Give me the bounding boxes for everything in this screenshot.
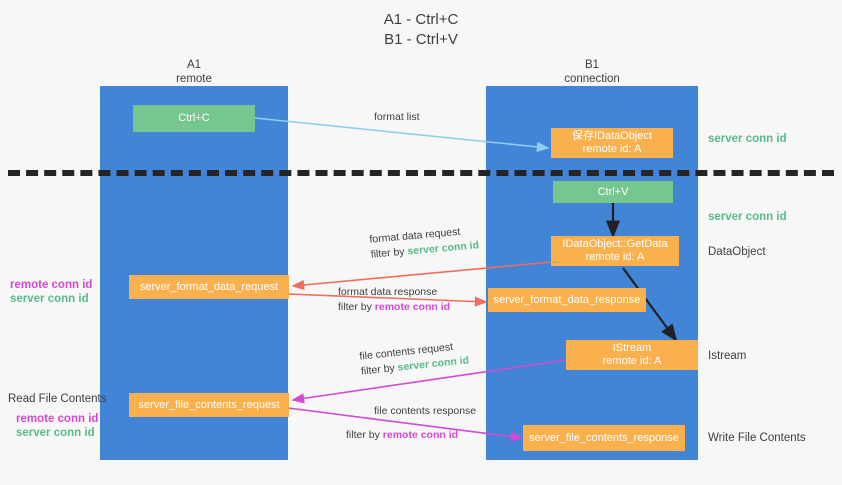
note-istream: Istream bbox=[708, 350, 747, 362]
edge-label-format-list: format list bbox=[374, 110, 420, 125]
box-server-file-contents-response[interactable]: server_file_contents_response bbox=[523, 425, 685, 451]
edge-label-file-contents-response: file contents response filter by remote … bbox=[346, 404, 476, 443]
edge-label-format-data-request-filter-prefix: filter by bbox=[370, 245, 408, 261]
edge-label-file-contents-response-filter-prefix: filter by bbox=[346, 429, 383, 441]
timeline-divider bbox=[8, 170, 834, 176]
lane-a1-sub: remote bbox=[176, 73, 212, 85]
box-istream-line2: remote id: A bbox=[602, 355, 662, 367]
box-server-format-data-response[interactable]: server_format_data_response bbox=[488, 288, 646, 312]
connector-format-list bbox=[254, 117, 550, 152]
connector-format-data-request bbox=[291, 261, 552, 291]
box-getdata-line2: remote id: A bbox=[585, 251, 645, 263]
edge-label-file-contents-request-filter-prefix: filter by bbox=[360, 361, 399, 378]
note-dataobject: DataObject bbox=[708, 246, 766, 258]
box-server-file-contents-request-label: server_file_contents_request bbox=[138, 398, 280, 411]
box-getdata[interactable]: IDataObject::GetData remote id: A bbox=[551, 236, 679, 266]
box-server-file-contents-response-label: server_file_contents_response bbox=[529, 431, 679, 444]
lane-header-a1: A1 remote bbox=[100, 58, 288, 86]
box-save-idataobject-line2: remote id: A bbox=[582, 143, 642, 155]
box-save-idataobject[interactable]: 保存IDataObject remote id: A bbox=[551, 128, 673, 158]
box-server-format-data-request-label: server_format_data_request bbox=[139, 280, 279, 293]
box-ctrl-v-label: Ctrl+V bbox=[597, 185, 629, 198]
note-server-conn-id-1: server conn id bbox=[10, 293, 89, 305]
edge-label-file-contents-response-line1: file contents response bbox=[374, 405, 477, 417]
lane-a1-name: A1 bbox=[186, 59, 202, 71]
connector-file-contents-response bbox=[287, 407, 524, 442]
title-line-2: B1 - Ctrl+V bbox=[384, 31, 458, 48]
lane-header-b1: B1 connection bbox=[486, 58, 698, 86]
box-getdata-line1: IDataObject::GetData bbox=[562, 238, 668, 250]
box-save-idataobject-line1: 保存IDataObject bbox=[571, 130, 653, 142]
note-remote-conn-id-1: remote conn id bbox=[10, 279, 93, 291]
box-istream-line1: IStream bbox=[612, 342, 652, 354]
title-line-1: A1 - Ctrl+C bbox=[383, 11, 459, 28]
edge-label-format-list-line1: format list bbox=[374, 111, 420, 123]
note-read-file-contents: Read File Contents bbox=[8, 393, 107, 405]
edge-label-format-data-response-filter-value: remote conn id bbox=[374, 301, 451, 313]
edge-label-file-contents-response-filter-value: remote conn id bbox=[382, 429, 459, 441]
note-server-conn-id-top: server conn id bbox=[708, 133, 787, 145]
box-ctrl-c-label: Ctrl+C bbox=[178, 112, 210, 124]
box-server-format-data-response-label: server_format_data_response bbox=[493, 293, 641, 306]
box-server-format-data-request[interactable]: server_format_data_request bbox=[129, 275, 289, 299]
connector-file-contents-request bbox=[291, 359, 567, 404]
box-ctrl-c[interactable]: Ctrl+C bbox=[133, 105, 255, 132]
lane-b1-sub: connection bbox=[564, 73, 620, 85]
edge-label-format-data-response-filter-prefix: filter by bbox=[338, 301, 375, 313]
box-server-file-contents-request[interactable]: server_file_contents_request bbox=[129, 393, 289, 417]
edge-label-format-data-response: format data response filter by remote co… bbox=[338, 285, 450, 315]
box-ctrl-v[interactable]: Ctrl+V bbox=[553, 181, 673, 203]
note-write-file-contents: Write File Contents bbox=[708, 432, 806, 444]
connector-format-data-response bbox=[287, 293, 488, 307]
note-remote-conn-id-2: remote conn id bbox=[16, 413, 99, 425]
edge-label-format-data-response-line1: format data response bbox=[338, 286, 438, 298]
note-server-conn-id-2: server conn id bbox=[16, 427, 95, 439]
connector-getdata-istream bbox=[622, 267, 678, 342]
note-server-conn-id-mid: server conn id bbox=[708, 211, 787, 223]
box-istream[interactable]: IStream remote id: A bbox=[566, 340, 698, 370]
lane-b1-name: B1 bbox=[584, 59, 600, 71]
diagram-title: A1 - Ctrl+C B1 - Ctrl+V bbox=[0, 10, 842, 50]
